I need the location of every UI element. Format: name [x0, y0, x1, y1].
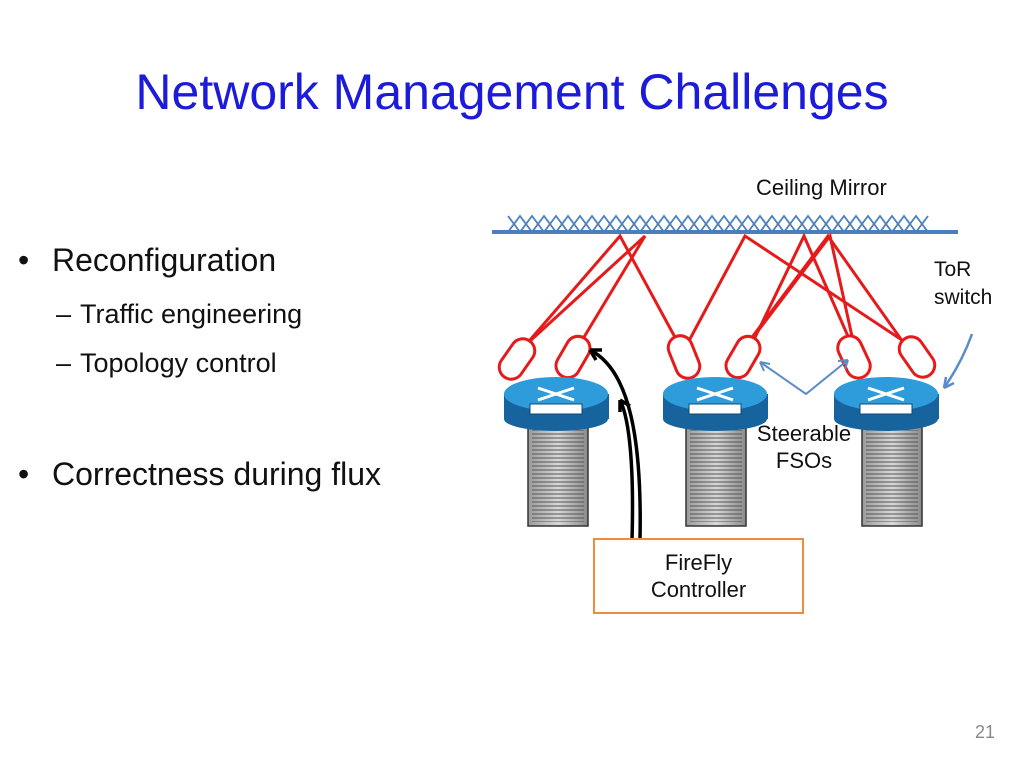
fso-device [497, 337, 537, 381]
bullet-reconfiguration: •Reconfiguration [18, 242, 277, 278]
tor-switch [663, 377, 768, 431]
firefly-controller-box: FireFly Controller [593, 538, 804, 614]
server-rack [527, 425, 589, 527]
server-rack [861, 425, 923, 527]
sub-bullet-topology-control: –Topology control [56, 348, 277, 378]
fso-devices [497, 334, 937, 381]
fso-device [724, 334, 762, 380]
bullet-correctness: •Correctness during flux [18, 456, 382, 492]
page-number: 21 [974, 722, 995, 742]
tor-switch-label: ToR switch [934, 258, 993, 309]
fso-device [897, 335, 937, 379]
fso-device [554, 334, 592, 380]
slide-title: Network Management Challenges [135, 64, 889, 120]
tor-switch [504, 377, 609, 431]
tor-switches [504, 377, 939, 431]
sub-bullet-traffic-engineering: –Traffic engineering [56, 299, 303, 329]
tor-callout-arrow [942, 333, 974, 390]
steerable-fso-label: Steerable FSOs [756, 421, 852, 473]
tor-switch [834, 377, 939, 431]
fso-device [836, 334, 872, 380]
ceiling-mirror [492, 214, 958, 234]
fso-callout-arrows [759, 359, 849, 396]
server-racks [527, 425, 923, 527]
fso-beams [515, 232, 921, 356]
ceiling-mirror-label: Ceiling Mirror [756, 175, 887, 200]
server-rack [685, 425, 747, 527]
fso-device [666, 334, 702, 380]
controller-arrows [588, 348, 642, 541]
